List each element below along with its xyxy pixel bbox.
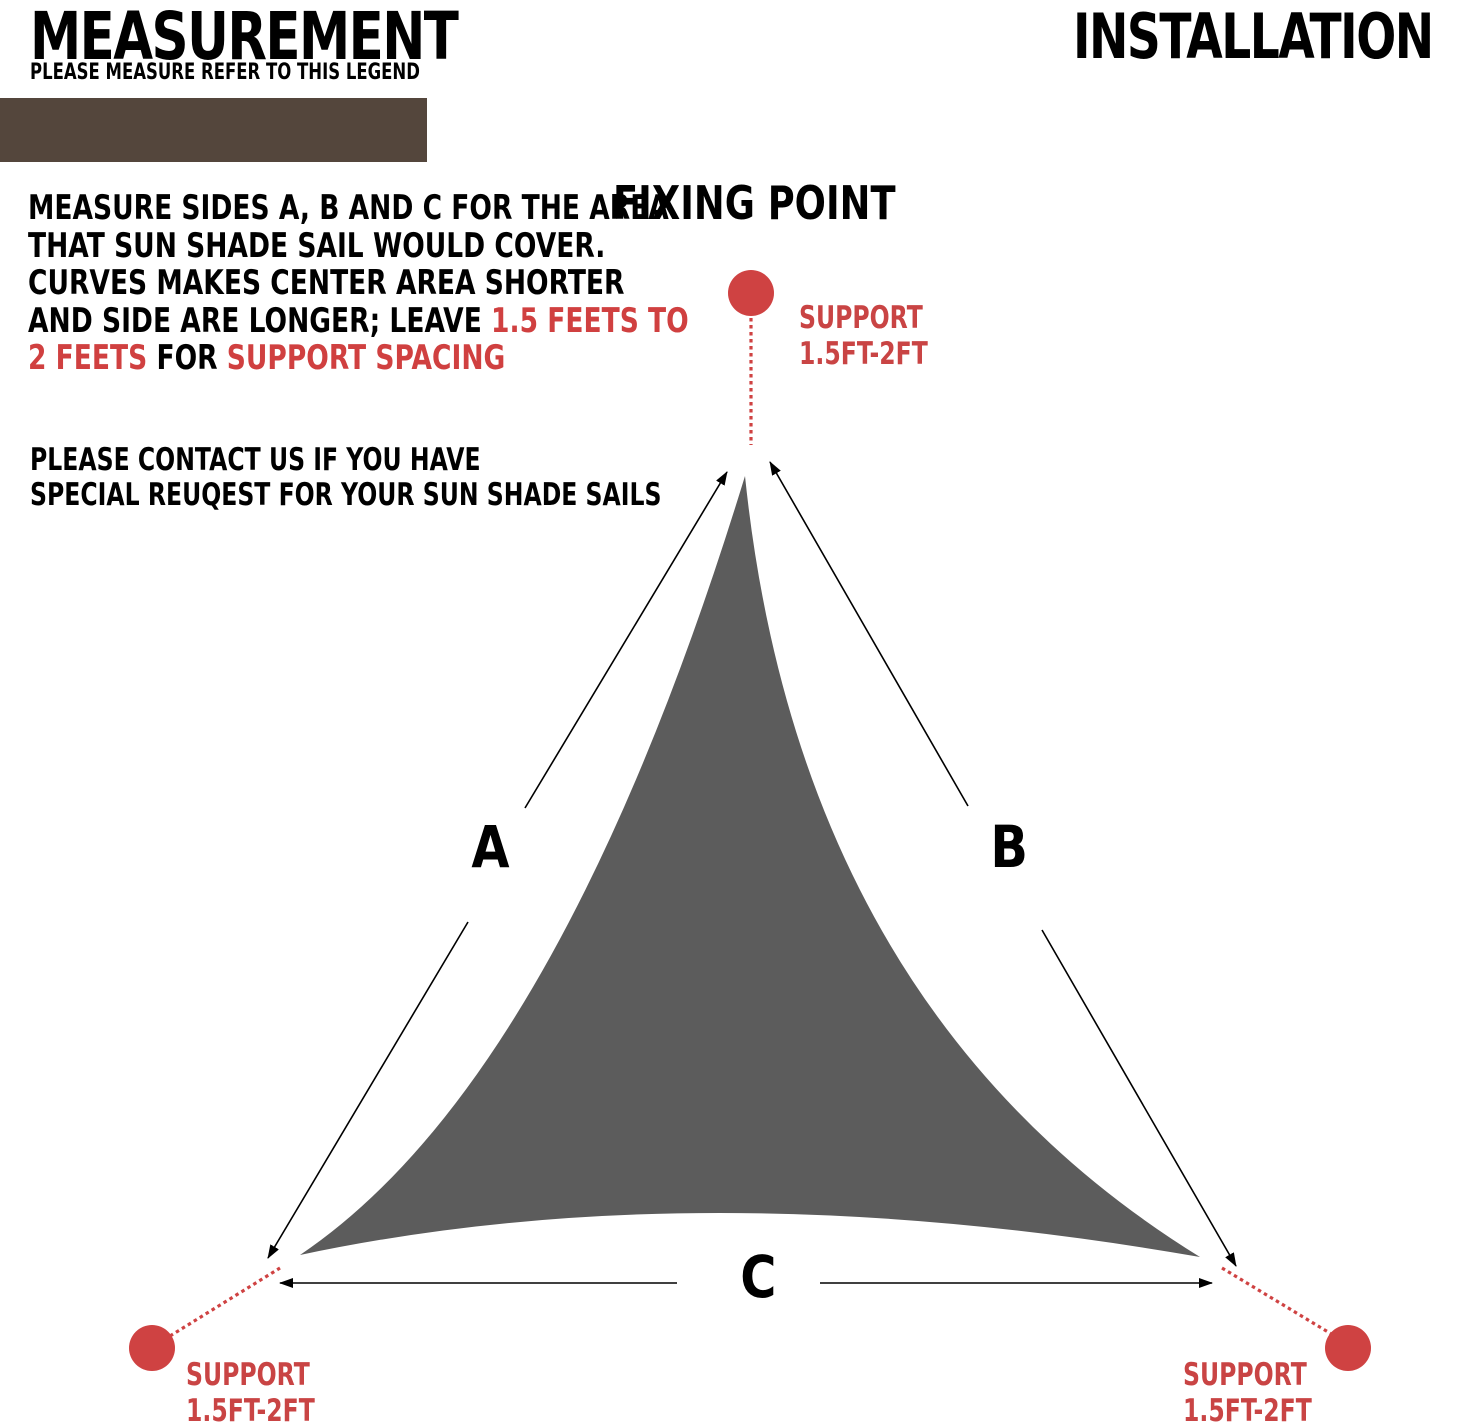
sun-shade-sail [300,476,1200,1257]
support-spacing-line-left [169,1266,281,1338]
instruction-line-5: 2 FEETS FOR SUPPORT SPACING [28,338,689,378]
instruction-line-5-text: FOR [147,338,227,378]
side-b-arrow-down [1041,929,1237,1267]
legend-color-bar [0,98,427,162]
support-spacing-line-right [1221,1266,1334,1337]
contact-note: PLEASE CONTACT US IF YOU HAVE SPECIAL RE… [30,443,662,513]
support-label-right: SUPPORT 1.5FT-2FT [1183,1357,1312,1428]
instruction-highlight-spacing: 1.5 FEETS TO [491,300,689,341]
fixing-point-dot-top [728,270,774,316]
support-top-range: 1.5FT-2FT [799,336,928,372]
measurement-subtitle: PLEASE MEASURE REFER TO THIS LEGEND [30,60,420,85]
support-right-title: SUPPORT [1183,1357,1307,1393]
contact-line-1: PLEASE CONTACT US IF YOU HAVE [30,442,481,478]
measurement-instructions: MEASURE SIDES A, B AND C FOR THE AREA TH… [28,188,689,378]
instruction-line-2: THAT SUN SHADE SAIL WOULD COVER. [28,225,606,266]
instruction-line-3: CURVES MAKES CENTER AREA SHORTER [28,263,625,303]
support-left-title: SUPPORT [186,1357,310,1393]
support-top-title: SUPPORT [799,300,923,336]
support-left-range: 1.5FT-2FT [186,1393,315,1428]
instruction-line-4-text: AND SIDE ARE LONGER; LEAVE [28,300,492,341]
side-a-label: A [471,813,510,881]
fixing-point-label: FIXING POINT [613,176,896,230]
side-c-label: C [740,1243,777,1311]
side-a-arrow-down [267,921,469,1259]
side-a-arrow-up [524,471,728,809]
instruction-line-4: AND SIDE ARE LONGER; LEAVE 1.5 FEETS TO [28,300,689,341]
instruction-line-1: MEASURE SIDES A, B AND C FOR THE AREA [28,188,669,228]
instruction-highlight-support: SUPPORT SPACING [226,338,506,378]
contact-line-2: SPECIAL REUQEST FOR YOUR SUN SHADE SAILS [30,477,662,513]
support-right-range: 1.5FT-2FT [1183,1393,1312,1428]
fixing-point-dot-right [1325,1325,1371,1371]
fixing-point-dot-left [129,1325,175,1371]
instruction-highlight-feet: 2 FEETS [28,338,148,378]
support-label-top: SUPPORT 1.5FT-2FT [799,300,928,372]
measurement-title: MEASUREMENT [30,0,459,75]
installation-title: INSTALLATION [1073,0,1434,73]
side-b-arrow-up [769,461,969,807]
support-label-left: SUPPORT 1.5FT-2FT [186,1357,315,1428]
side-b-label: B [990,813,1028,881]
